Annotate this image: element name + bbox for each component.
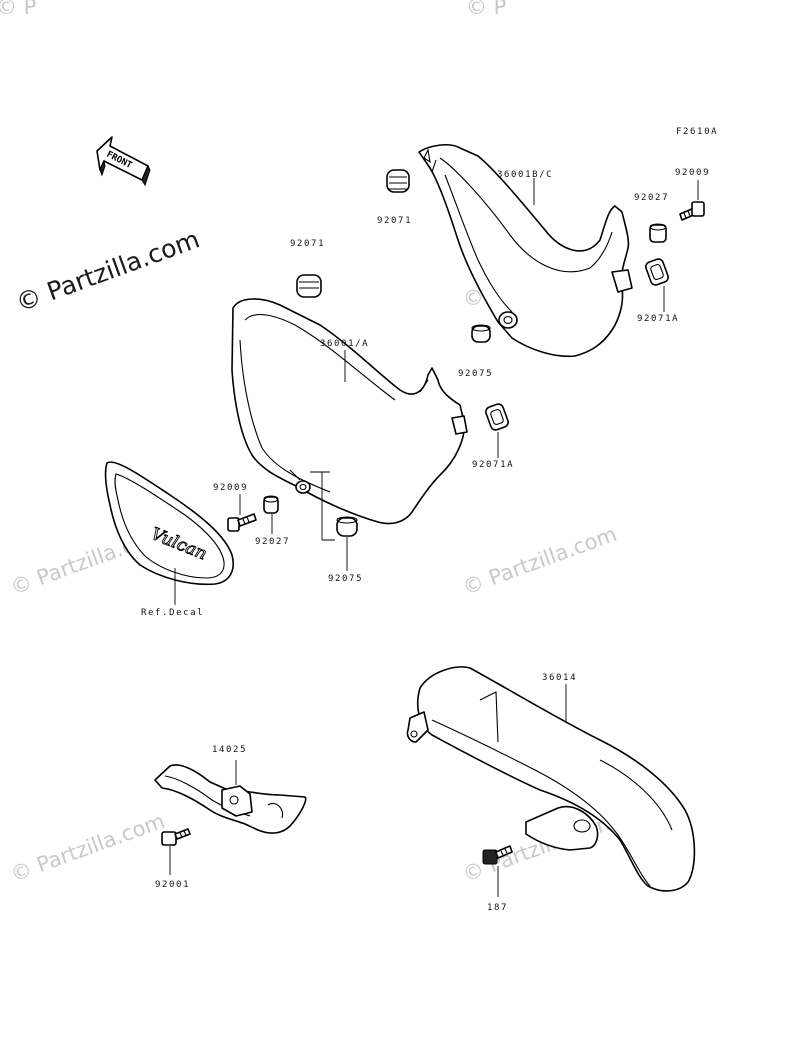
watermark-top-left: © P (0, 0, 36, 19)
collar-92027-top (649, 223, 667, 243)
bolt-92009-left (227, 513, 257, 532)
label-92001: 92001 (155, 880, 190, 890)
chain-guard-36014 (406, 666, 696, 892)
label-92009-top: 92009 (675, 168, 710, 178)
label-92027-top: 92027 (634, 193, 669, 203)
bracket-14025 (154, 764, 307, 834)
bolt-187 (482, 845, 513, 865)
watermark-main: © Partzilla.com (12, 224, 203, 317)
label-92009-left: 92009 (213, 483, 248, 493)
label-ref-decal: Ref.Decal (141, 608, 204, 618)
watermark-bottom-left: © Partzilla.com (8, 809, 168, 887)
side-cover-36001a (231, 298, 468, 525)
label-187: 187 (487, 903, 508, 913)
label-92075-top: 92075 (458, 369, 493, 379)
grommet-92075-top (471, 324, 491, 343)
side-cover-36001bc (418, 143, 633, 358)
front-arrow-icon: FRONT (96, 136, 151, 187)
label-36001a: 36001/A (320, 339, 369, 349)
label-92027-left: 92027 (255, 537, 290, 547)
bolt-92009-top (679, 201, 705, 221)
grommet-92075-left (336, 516, 358, 537)
label-92075-left: 92075 (328, 574, 363, 584)
watermark-top-right: © P (466, 0, 506, 19)
label-92071-top: 92071 (377, 216, 412, 226)
grommet-92071-mid (296, 274, 322, 298)
grommet-92071-top (386, 169, 410, 193)
label-92071a-top: 92071A (637, 314, 679, 324)
grommet-92071a-mid (485, 403, 509, 431)
label-36014: 36014 (542, 673, 577, 683)
watermark-mid-right: © Partzilla.com (460, 522, 620, 600)
decal-vulcan: Vulcan (104, 461, 234, 586)
label-92071-mid: 92071 (290, 239, 325, 249)
label-14025: 14025 (212, 745, 247, 755)
bolt-92001 (161, 828, 191, 846)
figure-code: F2610A (676, 127, 718, 137)
label-36001bc: 36001B/C (497, 170, 553, 180)
collar-92027-left (263, 495, 279, 514)
label-92071a-mid: 92071A (472, 460, 514, 470)
grommet-92071a-top (645, 258, 669, 286)
